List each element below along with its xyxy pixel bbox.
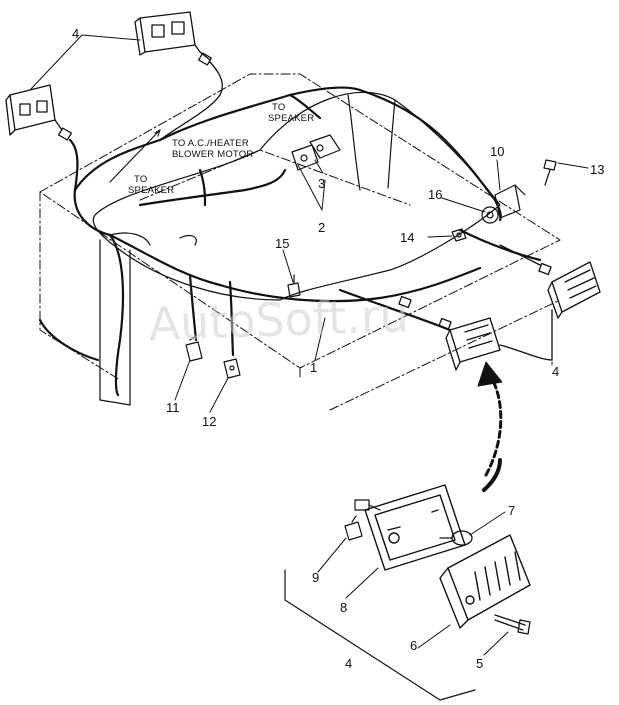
switch-11: [185, 335, 203, 362]
switch-assembly: [291, 134, 341, 171]
wiring-harness: [38, 86, 542, 397]
callout-14: 14: [400, 230, 414, 245]
bolt-13: [543, 159, 557, 186]
callout-4-top-left: 4: [72, 26, 79, 41]
callout-11: 11: [166, 400, 180, 415]
callout-7: 7: [508, 503, 515, 518]
cab-roof-outline: [39, 73, 561, 411]
lamp-bulb-7: [439, 530, 473, 546]
note-to-speaker-left: TO SPEAKER: [128, 174, 174, 196]
exploded-view-arrow: [477, 361, 503, 492]
lamp-bolt-5: [494, 614, 531, 635]
callout-8: 8: [340, 600, 347, 615]
callout-4-bottom: 4: [345, 656, 352, 671]
headliner-panel: [92, 91, 501, 301]
lamp-housing-6: [439, 534, 531, 629]
callout-10: 10: [490, 144, 504, 159]
work-lamp-right: [499, 244, 601, 361]
switch-12: [223, 358, 241, 379]
note-to-ac-heater: TO A.C./HEATER BLOWER MOTOR: [172, 138, 253, 160]
callout-5: 5: [476, 656, 483, 671]
callout-15: 15: [275, 236, 289, 251]
callout-2: 2: [318, 220, 325, 235]
work-lamp-center: [398, 295, 553, 371]
work-lamp-left: [5, 84, 73, 143]
lamp-frame-8: [364, 484, 466, 571]
callout-4-right: 4: [552, 364, 559, 379]
screw-15: [287, 274, 301, 298]
right-bracket: [481, 184, 526, 224]
callout-6: 6: [410, 638, 417, 653]
callout-13: 13: [590, 162, 604, 177]
connector-9: [344, 515, 363, 541]
callout-3: 3: [318, 176, 325, 191]
group-bracket-4: [284, 569, 476, 701]
callout-16: 16: [428, 187, 442, 202]
ac-heater-arrow: [109, 129, 161, 183]
watermark: AutoSoft.ru: [148, 288, 410, 351]
nut-14: [451, 228, 467, 242]
connector-lead: [354, 499, 381, 511]
note-to-speaker-top: TO SPEAKER: [268, 102, 314, 124]
cab-pillar: [99, 239, 131, 406]
work-lamp-top-left: [134, 11, 223, 141]
callout-12: 12: [202, 414, 216, 429]
callout-9: 9: [312, 570, 319, 585]
leader-lines: [29, 34, 589, 656]
callout-1: 1: [310, 360, 317, 375]
